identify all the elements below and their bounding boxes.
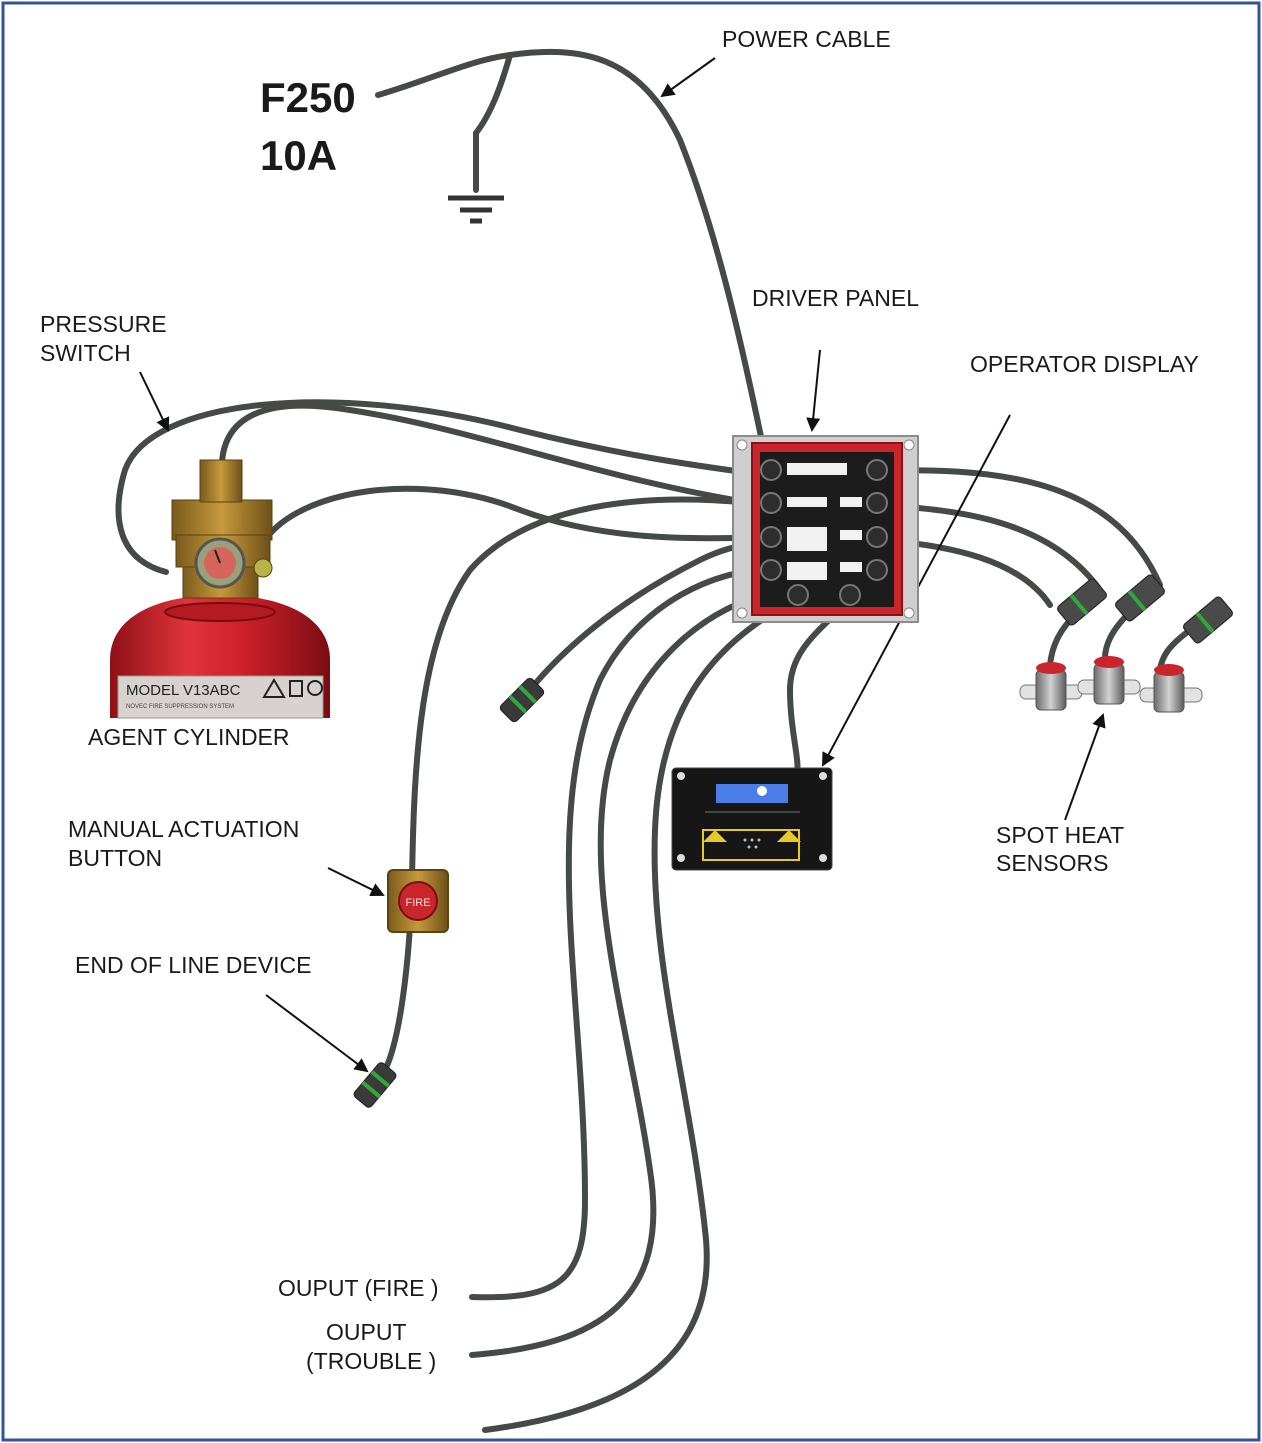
heat-sensor-3 (1140, 664, 1202, 712)
agent-cylinder: MODEL V13ABC NOVEC FIRE SUPPRESSION SYST… (110, 460, 330, 718)
ground-icon (448, 198, 504, 221)
end-of-line-plug (352, 1061, 397, 1109)
sensor-lead-3 (1160, 630, 1190, 670)
driver-panel (733, 436, 918, 622)
display-screen (716, 784, 788, 803)
pressure-switch-label-1: PRESSURE (40, 311, 167, 337)
display-cable (790, 600, 850, 775)
bottom-cable (485, 600, 795, 1430)
pressure-switch-arrow (140, 372, 168, 430)
fire-button-text: FIRE (405, 897, 430, 909)
end-of-line-label: END OF LINE DEVICE (75, 952, 311, 978)
power-cable (378, 52, 768, 470)
sensor-plug-1 (1056, 577, 1108, 626)
output-trouble-label-2: (TROUBLE ) (306, 1348, 436, 1374)
cylinder-model-text: MODEL V13ABC (126, 682, 241, 699)
ground-lead (476, 55, 510, 190)
output-fire-cable (472, 570, 765, 1297)
agent-cylinder-label: AGENT CYLINDER (88, 724, 290, 750)
sensor-plug-3 (1182, 595, 1234, 644)
driver-panel-arrow (812, 350, 820, 430)
pressure-switch-label-2: SWITCH (40, 340, 131, 366)
border (3, 3, 1259, 1440)
fuse-current: 10A (260, 132, 337, 179)
heat-sensor-2 (1078, 656, 1140, 704)
manual-actuation-label-1: MANUAL ACTUATION (68, 816, 299, 842)
end-of-line-arrow (266, 995, 367, 1071)
operator-display (672, 768, 832, 870)
power-cable-arrow (662, 58, 715, 96)
operator-display-label: OPERATOR DISPLAY (970, 351, 1199, 377)
power-cable-label: POWER CABLE (722, 26, 891, 52)
manual-actuation-label-2: BUTTON (68, 845, 162, 871)
spot-heat-sensors (1020, 656, 1202, 712)
svg-text:NOVEC FIRE SUPPRESSION SYSTEM: NOVEC FIRE SUPPRESSION SYSTEM (126, 704, 234, 710)
spot-heat-arrow (1065, 715, 1103, 820)
driver-panel-label: DRIVER PANEL (752, 285, 919, 311)
spot-heat-label-1: SPOT HEAT (996, 822, 1124, 848)
spot-heat-label-2: SENSORS (996, 850, 1108, 876)
heat-sensor-1 (1020, 662, 1082, 710)
output-trouble-label-1: OUPUT (326, 1319, 407, 1345)
output-fire-label: OUPUT (FIRE ) (278, 1275, 439, 1301)
manual-actuation-button[interactable]: FIRE (388, 870, 448, 932)
fuse-rating: F250 (260, 74, 356, 121)
manual-actuation-arrow (328, 868, 383, 895)
